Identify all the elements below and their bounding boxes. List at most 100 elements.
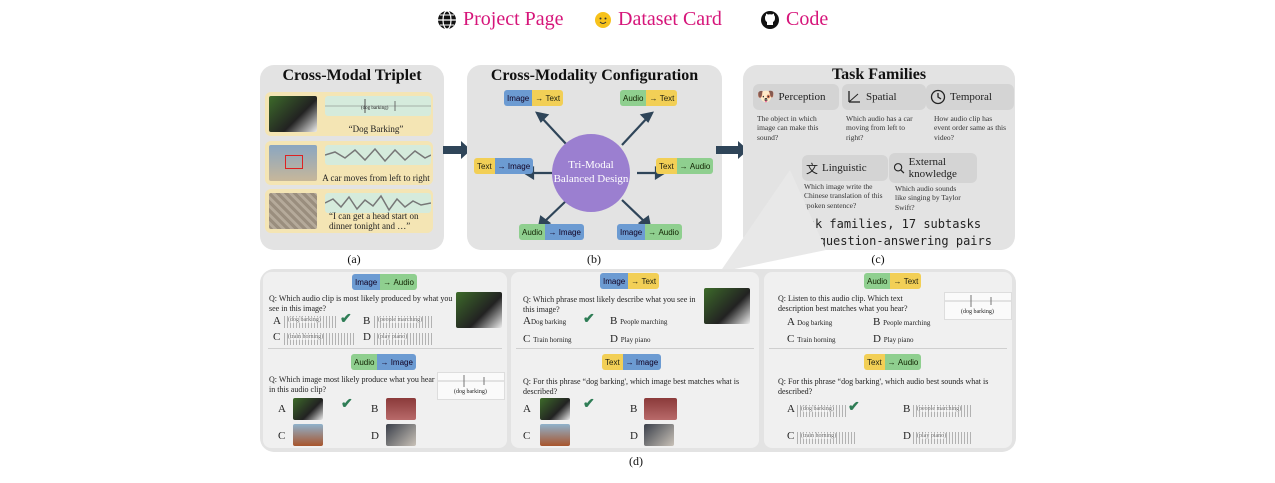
car-highlight-box — [285, 155, 303, 169]
col2-bottom-check-icon: ✔ — [583, 397, 595, 412]
triplet-car: A car moves from left to right — [265, 141, 433, 185]
col3-bottom-option-d[interactable]: D — [903, 430, 911, 442]
waveform-label: (play piano) — [917, 433, 947, 439]
tri-modal-center: Tri-Modal Balanced Design — [552, 134, 630, 212]
option-letter: A — [278, 403, 286, 415]
option-label: Train horning — [797, 336, 836, 344]
col1-bottom-train-image — [293, 424, 323, 446]
col2-bottom-option-b[interactable]: B — [630, 403, 637, 415]
col2-bottom-option-c[interactable]: C — [523, 430, 530, 442]
task-linguistic-label: Linguistic — [822, 162, 867, 174]
speech-audio-waveform — [324, 193, 432, 213]
config-target: → Image — [622, 354, 662, 370]
option-letter: A — [787, 316, 795, 328]
col1-top-option-d[interactable]: D — [363, 331, 371, 343]
option-label: Play piano — [620, 336, 651, 344]
col1-top-config: Image→ Audio — [352, 274, 417, 290]
col2-top-option-b[interactable]: B People marching — [610, 315, 667, 327]
col1-bottom-dog-image — [293, 398, 323, 420]
col2-top-option-a[interactable]: ADog barking — [523, 315, 566, 327]
option-letter: C — [523, 333, 531, 345]
code-link[interactable]: Code — [760, 8, 828, 31]
col1-bottom-option-c[interactable]: C — [278, 430, 285, 442]
option-letter: C — [787, 333, 795, 345]
col3-bottom-option-c[interactable]: C — [787, 430, 794, 442]
col3-bottom-question: Q: For this phrase “dog barking', which … — [778, 377, 989, 396]
col1-top-option-a[interactable]: A — [273, 315, 281, 327]
task-external-knowledge: External knowledge — [889, 153, 977, 183]
option-letter: C — [278, 430, 286, 442]
dog-face-icon: 🐶 — [757, 89, 775, 105]
col2-top-dog-image — [704, 288, 750, 324]
col3-bottom-option-b[interactable]: B — [903, 403, 910, 415]
col3-bottom-option-a[interactable]: A — [787, 403, 795, 415]
waveform-label: (people marching) — [917, 406, 962, 412]
col3-top-config: Audio→ Text — [864, 273, 922, 289]
option-letter: D — [610, 333, 618, 345]
config-source: Audio — [351, 354, 378, 370]
option-label: Play piano — [883, 336, 914, 344]
col3-top-option-c[interactable]: C Train horning — [787, 333, 836, 345]
col3-top-option-d[interactable]: D Play piano — [873, 333, 913, 345]
option-letter: A — [273, 315, 281, 327]
triplet-speech-text: “I can get a head start on dinner tonigh… — [329, 211, 419, 231]
col2-bottom-option-a[interactable]: A — [523, 403, 531, 415]
task-spatial-question: Which audio has a car moving from left t… — [846, 114, 913, 142]
config-source: Text — [474, 158, 495, 174]
col2-bottom-option-d[interactable]: D — [630, 430, 638, 442]
col1-top-dog-image — [456, 292, 502, 328]
task-external-knowledge-label: External knowledge — [908, 155, 957, 180]
col1-bottom-option-d[interactable]: D — [371, 430, 379, 442]
config-target: → Text — [890, 273, 922, 289]
config-audio-to-image: Audio→ Image — [519, 224, 584, 240]
col1-top-question: Q: Which audio clip is most likely produ… — [269, 294, 453, 313]
col3-bottom-option-d-waveform: (play piano) — [913, 432, 973, 444]
task-perception-label: Perception — [778, 91, 826, 103]
callout-wedge — [720, 170, 826, 272]
dataset-card-link[interactable]: Dataset Card — [594, 8, 722, 31]
task-linguistic: 文 Linguistic — [802, 155, 888, 181]
project-page-link[interactable]: Project Page — [437, 8, 564, 31]
option-letter: A — [523, 403, 531, 415]
option-label: Dog barking — [797, 319, 833, 327]
col1-top-option-b[interactable]: B — [363, 315, 370, 327]
summary-line-2: 61,320 question-answering pairs — [768, 234, 992, 248]
config-source: Image — [352, 274, 381, 290]
col1-bottom-option-a[interactable]: A — [278, 403, 286, 415]
col3-top-option-a[interactable]: A Dog barking — [787, 316, 832, 328]
col3-bottom-check-icon: ✔ — [848, 400, 860, 415]
globe-icon — [438, 9, 456, 30]
col1-bottom-audio-clip: (dog barking) — [437, 372, 505, 400]
config-source: Image — [504, 90, 533, 106]
col1-bottom-option-b[interactable]: B — [371, 403, 378, 415]
task-perception-question: The object in which image can make this … — [757, 114, 819, 142]
col2-top-option-c[interactable]: C Train horning — [523, 333, 572, 345]
configuration-spokes — [522, 111, 667, 229]
config-source: Text — [864, 354, 885, 370]
task-perception: 🐶 Perception — [753, 84, 839, 110]
triplet-speech: “I can get a head start on dinner tonigh… — [265, 189, 433, 233]
option-label: Dog barking — [530, 318, 567, 326]
waveform-label: (play piano) — [378, 334, 408, 340]
project-page-label: Project Page — [463, 8, 564, 30]
caption-c: (c) — [871, 252, 885, 266]
option-letter: B — [371, 403, 379, 415]
col1-top-option-c[interactable]: C — [273, 331, 280, 343]
col2-divider — [516, 348, 754, 349]
arrow-b-to-c — [716, 141, 748, 159]
col2-bottom-train-image — [540, 424, 570, 446]
car-audio-waveform — [324, 145, 432, 165]
caption-b: (b) — [587, 252, 601, 266]
col3-top-option-b[interactable]: B People marching — [873, 316, 930, 328]
col2-bottom-dog-image — [540, 398, 570, 420]
col2-top-option-d[interactable]: D Play piano — [610, 333, 650, 345]
option-letter: C — [787, 430, 795, 442]
arrow-a-to-b — [443, 141, 471, 159]
config-target: → Image — [377, 354, 416, 370]
code-label: Code — [786, 8, 829, 30]
option-letter: D — [630, 430, 638, 442]
handwriting-image — [269, 193, 317, 229]
col1-top-option-d-waveform: (play piano) — [374, 333, 432, 345]
waveform-label: (dog barking) — [801, 406, 834, 412]
config-audio-to-text: Audio→ Text — [620, 90, 678, 106]
